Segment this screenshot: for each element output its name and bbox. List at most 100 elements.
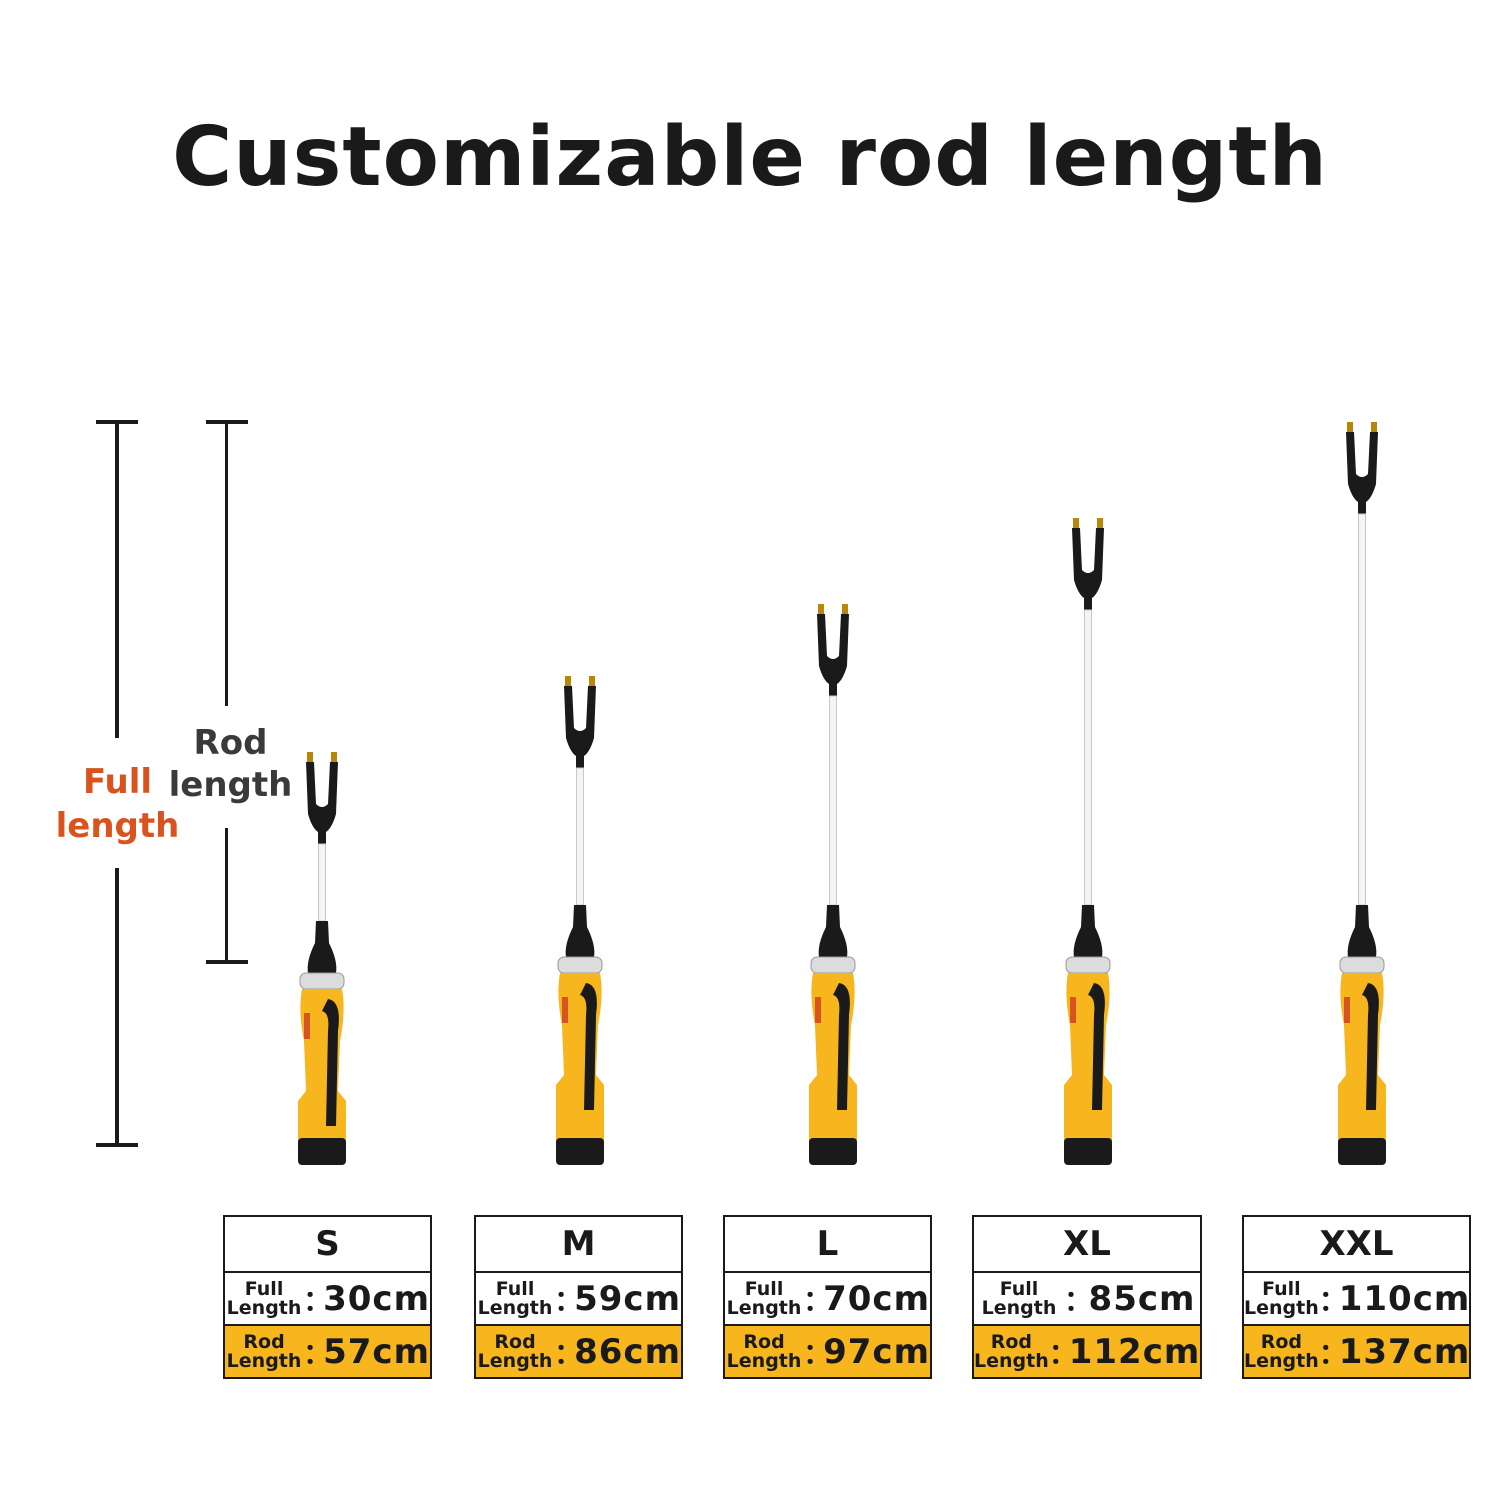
rod-length-value: 137cm	[1338, 1331, 1471, 1372]
fork-tip	[1073, 518, 1079, 530]
light-ring	[1339, 956, 1385, 974]
handle-nozzle	[1073, 905, 1103, 957]
prod-s	[282, 752, 362, 1165]
fork	[817, 614, 849, 696]
full-length-value: 59cm	[574, 1278, 681, 1319]
trigger-grip	[580, 983, 597, 1110]
fork-tip	[589, 676, 595, 688]
full-length-value: 30cm	[323, 1278, 430, 1319]
fork-tip	[1347, 422, 1353, 434]
rod-length-bottom-cap	[206, 960, 248, 964]
size-name: S	[225, 1217, 430, 1273]
full-length-upper-bar	[115, 420, 119, 738]
colon: ：	[803, 1336, 832, 1370]
size-name: L	[725, 1217, 930, 1273]
full-length-label: Full length	[50, 760, 185, 848]
light-ring	[1065, 956, 1111, 974]
prod-l	[793, 604, 873, 1165]
handle-base	[809, 1138, 857, 1165]
rod-length-upper-bar	[225, 420, 228, 706]
fork-tip	[307, 752, 313, 764]
colon: ：	[803, 1283, 832, 1317]
size-name: XXL	[1244, 1217, 1469, 1273]
fork-tip	[842, 604, 848, 616]
handle-base	[298, 1138, 346, 1165]
full-length-value: 70cm	[823, 1278, 930, 1319]
handle-nozzle	[307, 921, 337, 973]
fork-tip	[565, 676, 571, 688]
handle-nozzle	[565, 905, 595, 957]
rod-length-lower-bar	[225, 828, 228, 962]
rod-length-label: Rod length	[168, 722, 293, 806]
light-ring	[557, 956, 603, 974]
rod	[829, 695, 837, 906]
prod-xl-drawing	[1064, 518, 1112, 1165]
trigger-grip	[833, 983, 850, 1110]
rod-length-value: 97cm	[823, 1331, 930, 1372]
full-length-value: 110cm	[1338, 1278, 1471, 1319]
prod-s-drawing	[298, 752, 346, 1165]
colon: ：	[554, 1283, 583, 1317]
fork	[1346, 432, 1378, 514]
fork	[1072, 528, 1104, 610]
prod-xxl-drawing	[1338, 422, 1386, 1165]
fork	[564, 686, 596, 768]
full-length-label-line1: Full	[82, 762, 153, 802]
prod-l-drawing	[809, 604, 857, 1165]
full-length-lower-bar	[115, 868, 119, 1146]
colon: ：	[1064, 1283, 1093, 1317]
full-length-bottom-cap	[96, 1143, 138, 1147]
colon: ：	[303, 1336, 332, 1370]
colon: ：	[1048, 1336, 1077, 1370]
trigger-grip	[322, 999, 339, 1126]
handle-accent	[1070, 997, 1076, 1023]
colon: ：	[1318, 1336, 1347, 1370]
size-name: XL	[974, 1217, 1200, 1273]
size-name: M	[476, 1217, 681, 1273]
handle-base	[556, 1138, 604, 1165]
rod-length-value: 57cm	[323, 1331, 430, 1372]
rod-length-value: 86cm	[574, 1331, 681, 1372]
trigger-grip	[1362, 983, 1379, 1110]
fork	[306, 762, 338, 844]
handle-accent	[1344, 997, 1350, 1023]
light-ring	[299, 972, 345, 990]
handle-accent	[304, 1013, 310, 1039]
colon: ：	[554, 1336, 583, 1370]
handle-nozzle	[818, 905, 848, 957]
fork-tip	[331, 752, 337, 764]
colon: ：	[1318, 1283, 1347, 1317]
rod	[1358, 513, 1366, 906]
colon: ：	[303, 1283, 332, 1317]
trigger-grip	[1088, 983, 1105, 1110]
light-ring	[810, 956, 856, 974]
handle-base	[1338, 1138, 1386, 1165]
handle-accent	[815, 997, 821, 1023]
rod-length-value: 112cm	[1068, 1331, 1201, 1372]
fork-tip	[1371, 422, 1377, 434]
prod-m	[540, 676, 620, 1165]
full-length-value: 85cm	[1088, 1278, 1196, 1319]
